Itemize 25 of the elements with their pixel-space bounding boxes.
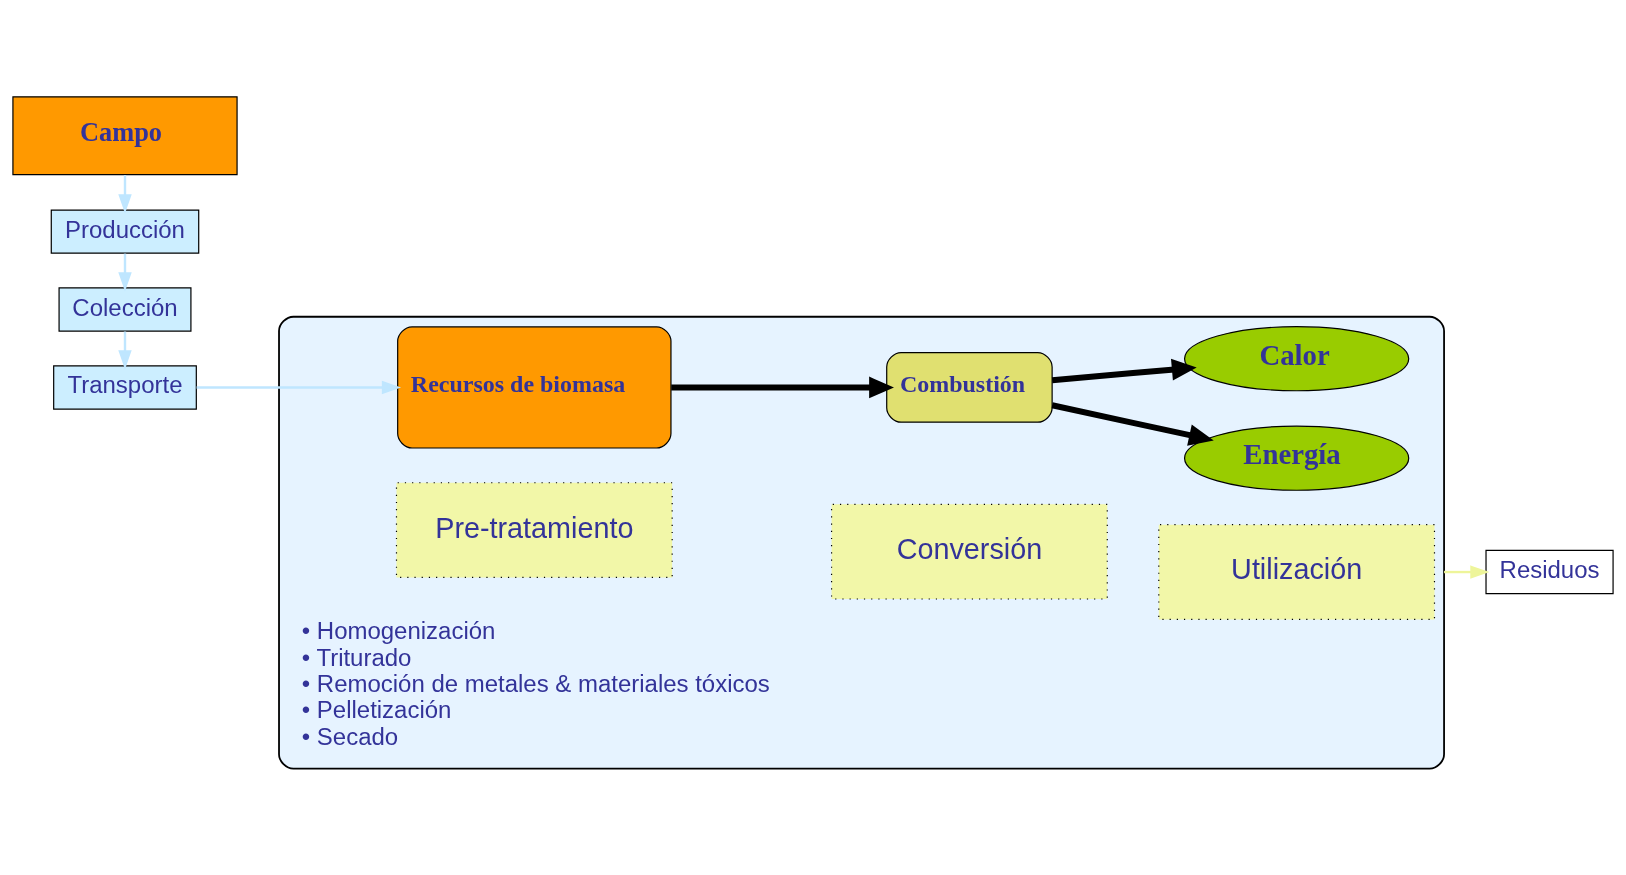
label: • Remoción de metales & materiales tóxicos	[301, 669, 770, 697]
arrow	[118, 175, 132, 214]
label: • Homogenización	[301, 617, 496, 645]
node-box: Colección	[58, 287, 192, 332]
label: • Pelletización	[301, 696, 452, 724]
label: • Triturado	[301, 643, 412, 671]
label: • Secado	[301, 722, 399, 750]
arrow	[118, 253, 132, 292]
node-box: Residuos	[1485, 549, 1614, 595]
node-box: Producción	[50, 209, 200, 254]
node-ellipse: Calor	[1183, 326, 1410, 392]
arrow	[196, 380, 402, 395]
node-box: Utilización	[1158, 524, 1436, 620]
node-box: Pre-tratamiento	[395, 482, 673, 579]
arrow	[1051, 358, 1197, 384]
node-box: Transporte	[53, 365, 197, 410]
cluster	[278, 315, 1445, 770]
arrow	[118, 331, 132, 370]
node-box: Recursos de biomasa	[397, 326, 672, 449]
node-box: Conversión	[831, 503, 1108, 600]
arrow	[671, 376, 894, 399]
node-box: Campo	[12, 96, 238, 176]
arrow	[1051, 402, 1214, 446]
node-box: Combustión	[886, 352, 1053, 423]
arrow	[1444, 565, 1490, 579]
